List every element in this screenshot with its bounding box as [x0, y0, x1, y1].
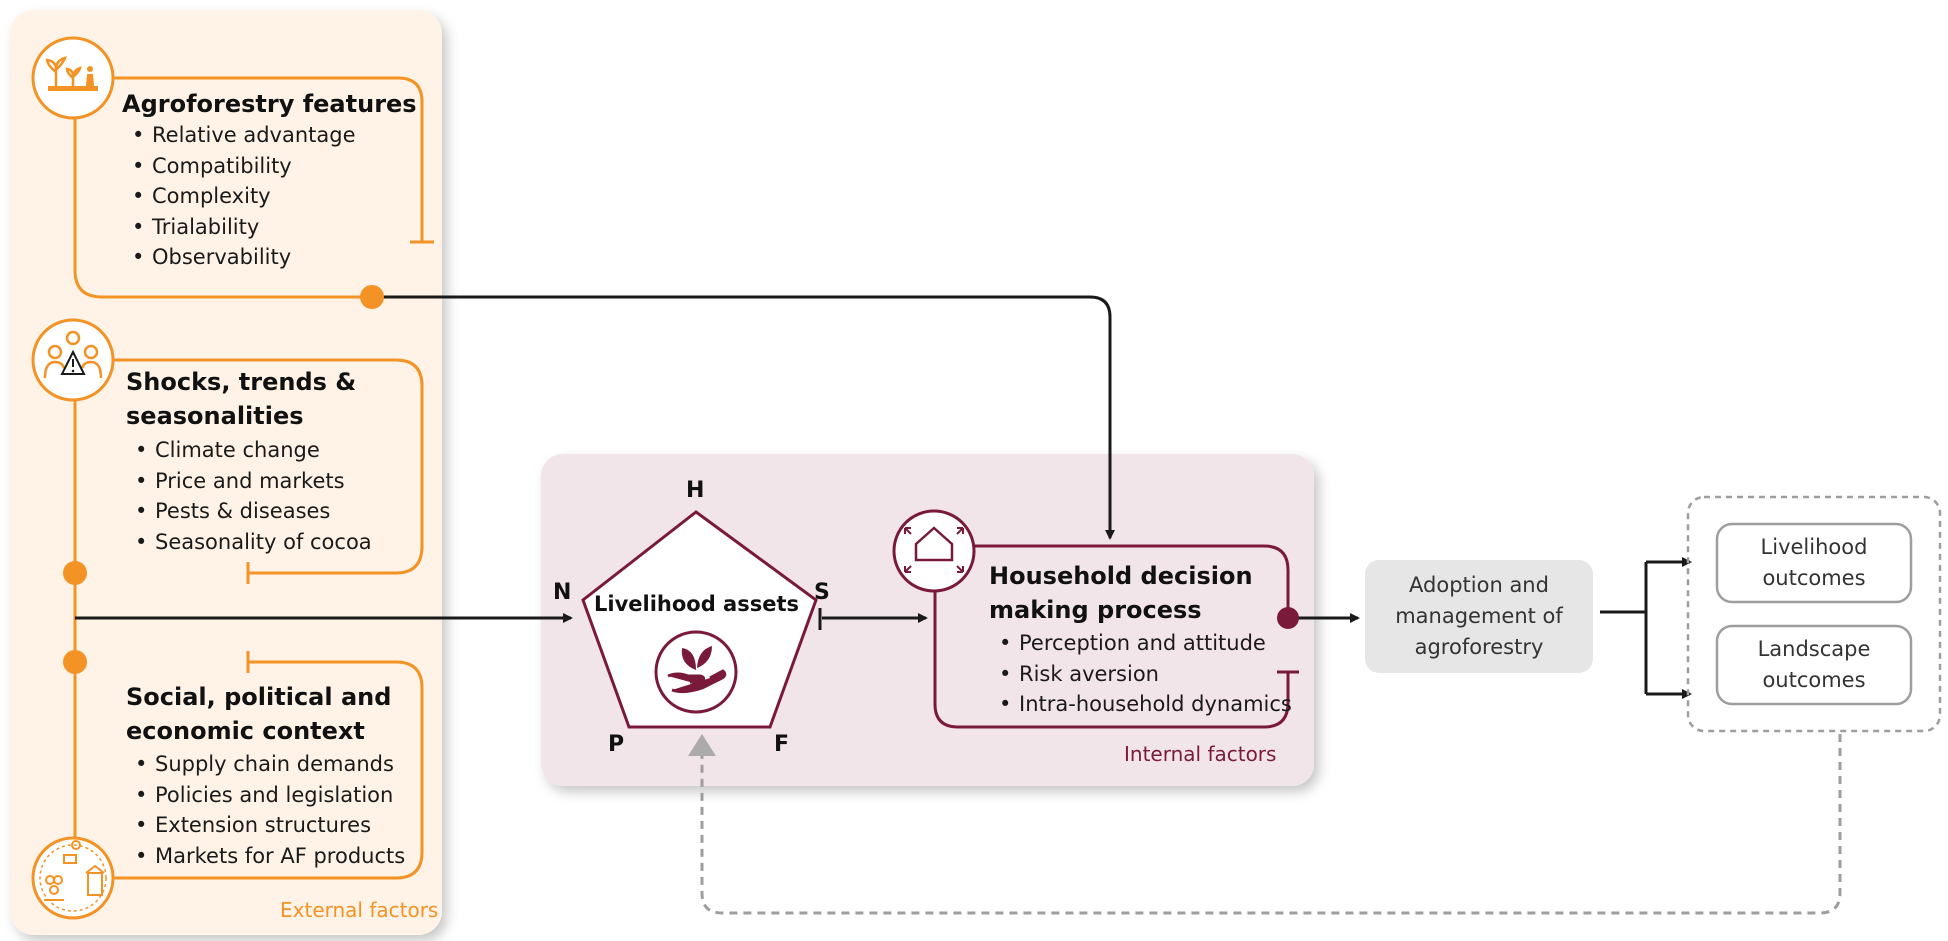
vertex-p-label: P	[608, 732, 625, 757]
list-item: Markets for AF products	[131, 841, 405, 872]
list-item: Complexity	[128, 181, 356, 212]
agroforestry-list: Relative advantage Compatibility Complex…	[128, 120, 356, 273]
household-output-node	[1277, 607, 1299, 629]
landscape-outcomes-box	[1715, 624, 1913, 706]
people-warning-icon	[31, 318, 115, 402]
list-item: Trialability	[128, 212, 356, 243]
list-item: Risk aversion	[995, 659, 1292, 690]
list-item: Perception and attitude	[995, 628, 1292, 659]
social-node	[63, 650, 87, 674]
adoption-to-outcomes-arrows	[1600, 562, 1648, 694]
list-item: Compatibility	[128, 151, 356, 182]
household-list: Perception and attitude Risk aversion In…	[995, 628, 1292, 720]
external-factors-caption: External factors	[280, 898, 439, 922]
adoption-label: Adoption and management of agroforestry	[1395, 573, 1563, 659]
livelihood-outcomes-label: Livelihood outcomes	[1760, 535, 1868, 590]
livelihood-outcomes-box	[1715, 522, 1913, 604]
list-item: Policies and legislation	[131, 780, 405, 811]
agroforestry-node	[360, 285, 384, 309]
shocks-list: Climate change Price and markets Pests &…	[131, 435, 372, 557]
shocks-node	[63, 561, 87, 585]
market-community-icon	[31, 836, 115, 920]
household-title-line2: making process	[989, 596, 1202, 624]
list-item: Supply chain demands	[131, 749, 405, 780]
shocks-title-line1: Shocks, trends &	[126, 368, 357, 396]
list-item: Climate change	[131, 435, 372, 466]
landscape-outcomes-label: Landscape outcomes	[1757, 637, 1871, 692]
adoption-box	[1365, 560, 1593, 673]
livelihood-assets-title: Livelihood assets	[594, 592, 800, 616]
list-item: Intra-household dynamics	[995, 689, 1292, 720]
social-frame	[111, 651, 424, 880]
outcomes-container	[1686, 495, 1942, 733]
agroforestry-title: Agroforestry features	[122, 90, 417, 118]
shocks-frame	[111, 358, 424, 584]
household-title-line1: Household decision	[989, 562, 1253, 590]
list-item: Relative advantage	[128, 120, 356, 151]
plants-farmer-icon	[31, 36, 115, 120]
list-item: Observability	[128, 242, 356, 273]
vertex-n-label: N	[553, 580, 572, 605]
social-title-line1: Social, political and	[126, 683, 392, 711]
hand-leaves-icon	[654, 630, 738, 714]
feedback-arrowhead	[688, 734, 716, 756]
vertex-f-label: F	[774, 732, 790, 757]
list-item: Extension structures	[131, 810, 405, 841]
vertex-h-label: H	[686, 478, 705, 503]
list-item: Price and markets	[131, 466, 372, 497]
list-item: Seasonality of cocoa	[131, 527, 372, 558]
social-list: Supply chain demands Policies and legisl…	[131, 749, 405, 871]
agroforestry-to-household-arrow	[372, 295, 1115, 540]
list-item: Pests & diseases	[131, 496, 372, 527]
internal-factors-caption: Internal factors	[1124, 742, 1277, 766]
livelihood-assets-pentagon	[581, 510, 818, 729]
shocks-title-line2: seasonalities	[126, 402, 304, 430]
vertex-s-label: S	[814, 580, 830, 605]
social-title-line2: economic context	[126, 717, 365, 745]
house-expand-icon	[892, 509, 976, 593]
agroforestry-frame	[73, 76, 434, 299]
